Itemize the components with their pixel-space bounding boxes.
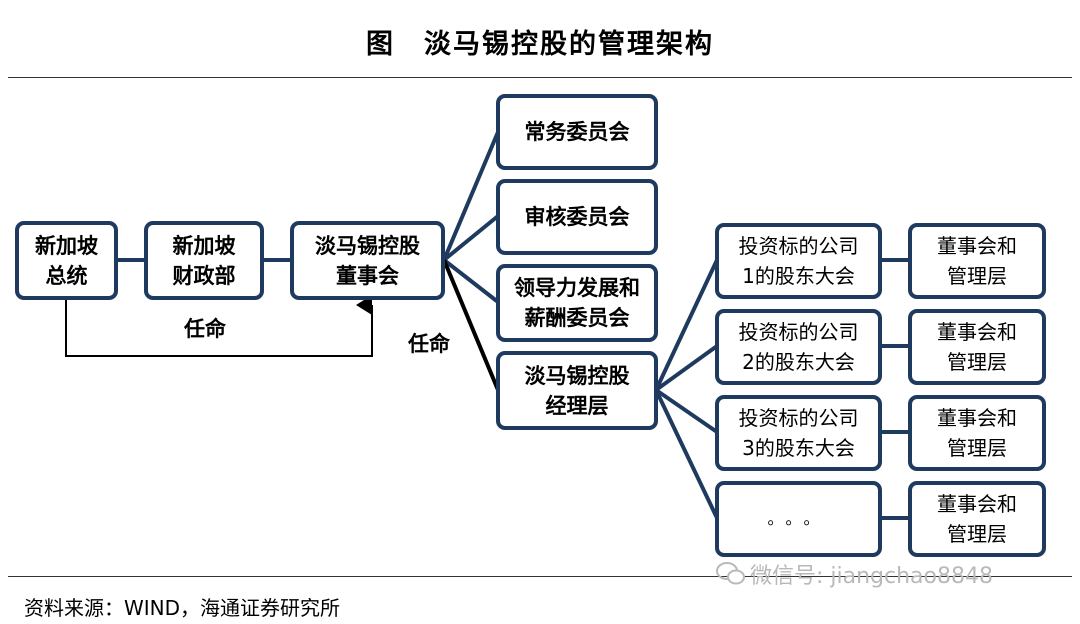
node-company-board-4-line2: 管理层 xyxy=(947,522,1007,546)
bottom-divider xyxy=(8,576,1072,577)
node-management-line2: 经理层 xyxy=(545,393,609,418)
label-appoint-president: 任命 xyxy=(184,317,226,341)
node-exec-committee: 常务委员会 xyxy=(496,94,658,170)
connector-board-exec xyxy=(442,131,500,261)
connector-board-leadership xyxy=(442,258,500,304)
node-leadership-committee: 领导力发展和 薪酬委员会 xyxy=(496,264,658,342)
node-company-board-2-line1: 董事会和 xyxy=(937,320,1017,344)
node-board-line1: 淡马锡控股 xyxy=(315,233,420,258)
connector-mgmt-meeting-4 xyxy=(654,389,719,519)
node-board-line2: 董事会 xyxy=(336,263,399,288)
node-president-line1: 新加坡 xyxy=(35,233,98,258)
node-company-board-4-line1: 董事会和 xyxy=(937,492,1017,516)
node-ministry-line1: 新加坡 xyxy=(172,233,236,258)
node-meeting-4-ellipsis: 。。。 xyxy=(767,509,830,528)
node-management-line1: 淡马锡控股 xyxy=(524,363,630,388)
connector-mgmt-meeting-3 xyxy=(654,388,719,434)
source-note: 资料来源：WIND，海通证券研究所 xyxy=(24,596,341,620)
connector-mgmt-meeting-1 xyxy=(654,259,719,391)
node-meeting-1-line2: 1的股东大会 xyxy=(742,264,855,288)
node-company-board-3-line1: 董事会和 xyxy=(937,406,1017,430)
wechat-icon xyxy=(716,562,745,585)
node-company-board-3-line2: 管理层 xyxy=(947,436,1007,460)
node-company-board-2-line2: 管理层 xyxy=(947,350,1007,374)
node-president: 新加坡 总统 xyxy=(15,221,118,300)
connector-mgmt-meeting-2 xyxy=(654,344,719,392)
node-company-board-1: 董事会和 管理层 xyxy=(908,223,1046,299)
node-meeting-1: 投资标的公司 1的股东大会 xyxy=(715,223,882,299)
label-appoint-board: 任命 xyxy=(408,332,450,356)
node-meeting-2: 投资标的公司 2的股东大会 xyxy=(715,309,882,385)
node-meeting-3-line2: 3的股东大会 xyxy=(742,436,855,460)
watermark: 微信号: jiangchao8848 xyxy=(716,558,993,590)
node-management: 淡马锡控股 经理层 xyxy=(496,351,658,430)
connector-board-management xyxy=(442,259,500,391)
node-company-board-4: 董事会和 管理层 xyxy=(908,481,1046,557)
node-ministry-line2: 财政部 xyxy=(172,263,236,288)
node-exec-committee-line1: 常务委员会 xyxy=(524,120,630,144)
node-leadership-committee-line2: 薪酬委员会 xyxy=(524,306,630,330)
appoint-arrow xyxy=(65,295,373,357)
node-meeting-2-line2: 2的股东大会 xyxy=(742,350,855,374)
figure-title: 图 淡马锡控股的管理架构 xyxy=(366,29,714,60)
node-company-board-3: 董事会和 管理层 xyxy=(908,395,1046,471)
node-company-board-1-line2: 管理层 xyxy=(947,264,1007,288)
node-audit-committee-line1: 审核委员会 xyxy=(524,205,630,229)
node-leadership-committee-line1: 领导力发展和 xyxy=(514,276,640,300)
top-divider xyxy=(8,77,1072,78)
node-company-board-2: 董事会和 管理层 xyxy=(908,309,1046,385)
node-meeting-2-line1: 投资标的公司 xyxy=(738,320,859,344)
watermark-text: 微信号: jiangchao8848 xyxy=(750,564,993,589)
node-audit-committee: 审核委员会 xyxy=(496,179,658,255)
connector-board-audit xyxy=(442,214,500,262)
node-meeting-3-line1: 投资标的公司 xyxy=(738,406,859,430)
node-ministry: 新加坡 财政部 xyxy=(144,221,264,300)
node-meeting-4: 。。。 xyxy=(715,481,882,557)
node-meeting-1-line1: 投资标的公司 xyxy=(738,234,859,258)
node-meeting-3: 投资标的公司 3的股东大会 xyxy=(715,395,882,471)
node-company-board-1-line1: 董事会和 xyxy=(937,234,1017,258)
node-board: 淡马锡控股 董事会 xyxy=(290,221,445,300)
node-president-line2: 总统 xyxy=(45,263,88,288)
